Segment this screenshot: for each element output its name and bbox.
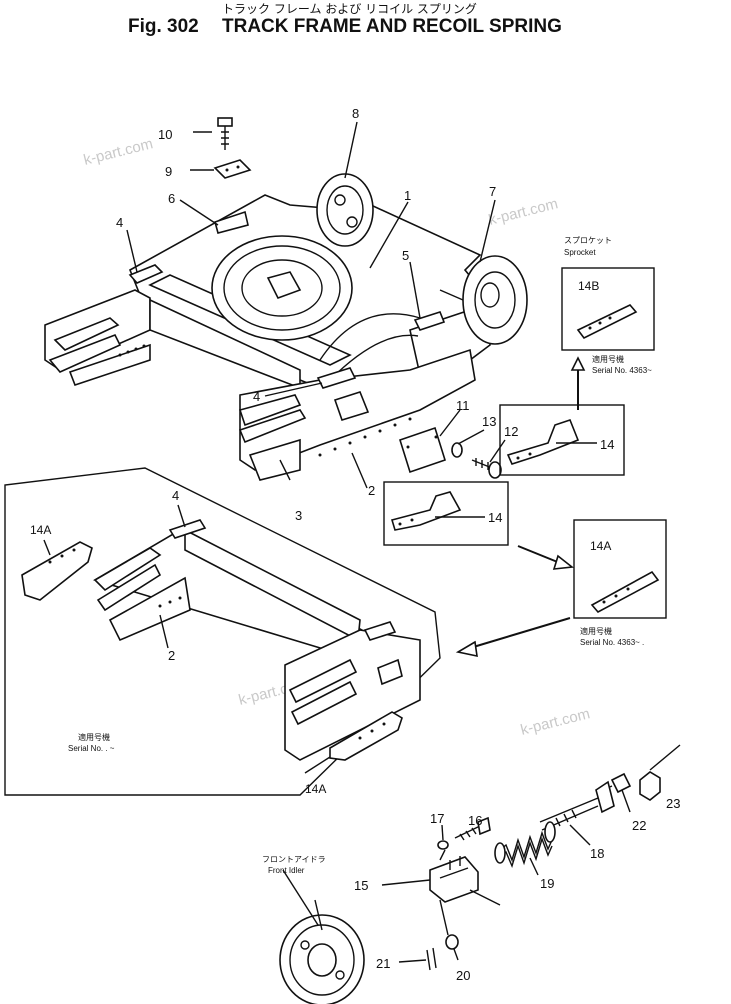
callout-2: 2 bbox=[168, 648, 175, 663]
callout-4: 4 bbox=[172, 488, 179, 503]
callout-14: 14 bbox=[488, 510, 502, 525]
callout-19: 19 bbox=[540, 876, 554, 891]
front-idler-jp-label: フロントアイドラ bbox=[262, 855, 326, 864]
callout-22: 22 bbox=[632, 818, 646, 833]
sprocket-jp-label: スプロケット bbox=[564, 236, 612, 245]
callout-9: 9 bbox=[165, 164, 172, 179]
sprocket-label: Sprocket bbox=[564, 248, 596, 257]
callout-23: 23 bbox=[666, 796, 680, 811]
callout-7: 7 bbox=[489, 184, 496, 199]
page-title: TRACK FRAME AND RECOIL SPRING bbox=[222, 16, 562, 37]
serial-label-b: Serial No. 4363~ . bbox=[580, 638, 644, 647]
figure-number: Fig. 302 bbox=[128, 16, 199, 37]
callout-8: 8 bbox=[352, 106, 359, 121]
callout-12: 12 bbox=[504, 424, 518, 439]
front-idler bbox=[279, 899, 365, 1004]
serial-label-c: Serial No. . ~ bbox=[68, 744, 115, 753]
callout-14b: 14B bbox=[578, 279, 599, 293]
callout-13: 13 bbox=[482, 414, 496, 429]
guard-14b-inset bbox=[561, 267, 655, 351]
watermark: k-part.com bbox=[82, 135, 155, 169]
callout-numbers: 10 9 6 4 8 1 7 5 4 3 2 11 13 12 14 14 14… bbox=[30, 106, 680, 983]
washer-13 bbox=[451, 442, 463, 458]
guard-14-right bbox=[499, 404, 625, 476]
serial-jp-label: 適用号機 bbox=[592, 354, 624, 364]
inset-labels: スプロケット Sprocket 適用号機 Serial No. 4363~ 適用… bbox=[68, 236, 652, 875]
callout-1: 1 bbox=[404, 188, 411, 203]
callout-3: 3 bbox=[295, 508, 302, 523]
callout-10: 10 bbox=[158, 127, 172, 142]
callout-20: 20 bbox=[456, 968, 470, 983]
serial-jp-label: 適用号機 bbox=[78, 732, 110, 742]
callout-17: 17 bbox=[430, 811, 444, 826]
recoil-spring-group bbox=[426, 744, 681, 971]
arrow-to-14a-inset bbox=[517, 545, 575, 570]
swing-circle bbox=[211, 235, 353, 341]
plate-9 bbox=[213, 159, 252, 179]
watermark: k-part.com bbox=[487, 195, 560, 229]
callout-14a: 14A bbox=[30, 523, 51, 537]
callout-14a: 14A bbox=[590, 539, 611, 553]
guard-14-lower bbox=[383, 481, 509, 546]
callout-16: 16 bbox=[468, 813, 482, 828]
callout-11: 11 bbox=[456, 398, 470, 413]
callout-14a: 14A bbox=[305, 782, 326, 796]
leader-lines bbox=[43, 121, 631, 963]
callout-4: 4 bbox=[253, 389, 260, 404]
guard-14a-inset bbox=[573, 519, 667, 619]
old-frame-box bbox=[4, 467, 441, 796]
callout-21: 21 bbox=[376, 956, 390, 971]
callout-18: 18 bbox=[590, 846, 604, 861]
callout-2: 2 bbox=[368, 483, 375, 498]
rear-sprocket bbox=[316, 173, 374, 247]
serial-jp-label: 適用号機 bbox=[580, 626, 612, 636]
right-sprocket bbox=[439, 255, 528, 345]
bolt-12 bbox=[471, 458, 502, 479]
callout-4: 4 bbox=[116, 215, 123, 230]
arrow-up-to-sprocket-inset bbox=[570, 356, 586, 410]
japanese-title: トラック フレーム および リコイル スプリング bbox=[222, 2, 477, 16]
bolt-10 bbox=[217, 117, 233, 150]
serial-label-a: Serial No. 4363~ bbox=[592, 366, 652, 375]
watermark: k-part.com bbox=[519, 705, 592, 739]
callout-14: 14 bbox=[600, 437, 614, 452]
callout-5: 5 bbox=[402, 248, 409, 263]
arrow-to-old-frame bbox=[455, 617, 571, 658]
callout-6: 6 bbox=[168, 191, 175, 206]
cover-plate-11 bbox=[399, 426, 446, 474]
front-idler-label: Front Idler bbox=[268, 866, 305, 875]
callout-15: 15 bbox=[354, 878, 368, 893]
